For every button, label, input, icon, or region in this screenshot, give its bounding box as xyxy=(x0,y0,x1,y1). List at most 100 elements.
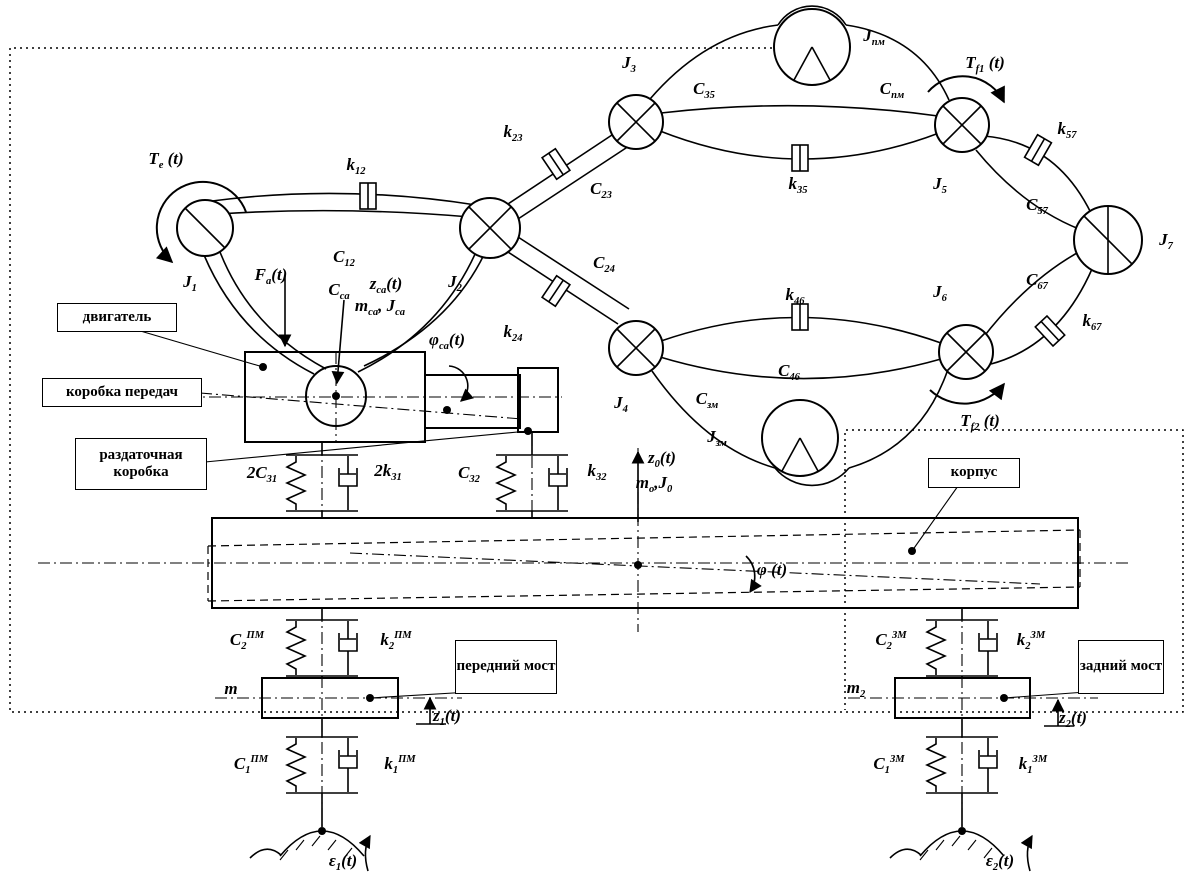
transfer-case-callout-label: раздаточная коробка xyxy=(99,446,183,480)
label-C67: C67 xyxy=(1026,269,1048,293)
label-C2pm: C2ПМ xyxy=(229,629,265,653)
label-Tf1: Tf1 (t) xyxy=(965,52,1005,76)
label-J3: J3 xyxy=(622,52,636,76)
damper-k23 xyxy=(541,147,571,181)
front-axle-rect xyxy=(261,677,399,719)
label-z2: z2(t) xyxy=(1059,707,1087,731)
belt-connections xyxy=(649,5,950,487)
spring-C2pm xyxy=(286,620,306,676)
label-k23: k23 xyxy=(503,121,523,145)
Cca-pointer-arrow xyxy=(331,299,345,385)
torque-arrows xyxy=(155,75,1005,405)
road-surface xyxy=(249,827,1033,872)
damper-2k31 xyxy=(338,455,358,511)
label-zca: zca(t) xyxy=(369,273,403,297)
label-phica: φca(t) xyxy=(429,329,465,353)
torque-Tf2-arrow xyxy=(929,382,1005,405)
label-C2zm: C2ЗМ xyxy=(875,629,907,653)
label-Te: Te (t) xyxy=(148,148,184,172)
label-C46: C46 xyxy=(778,360,800,384)
reference-axes xyxy=(38,352,1128,828)
label-Czm: Cзм xyxy=(695,388,719,412)
gearbox-callout-label: коробка передач xyxy=(65,383,178,400)
label-k32: k32 xyxy=(587,460,607,484)
label-C1zm: C1ЗМ xyxy=(873,753,905,777)
damper-k35 xyxy=(791,144,809,172)
transfer-case-block xyxy=(517,367,559,433)
damper-k1zm xyxy=(978,737,998,793)
label-C12: C12 xyxy=(333,246,355,270)
callout-pointers xyxy=(136,329,1087,702)
label-Fa: Fa(t) xyxy=(254,264,288,288)
spring-C1pm xyxy=(286,737,306,793)
torque-Tf1-arrow xyxy=(927,75,1005,104)
label-C35: C35 xyxy=(693,78,715,102)
body-rect xyxy=(211,517,1079,609)
engine-assembly xyxy=(244,276,559,443)
label-mca: mca, Jca xyxy=(354,295,406,319)
label-Jpm: Jпм xyxy=(863,25,885,49)
label-m2: m2 xyxy=(846,677,866,701)
transfer-case-callout-box: раздаточная коробка xyxy=(75,438,207,490)
suspension-elements xyxy=(286,432,998,827)
label-Jzm: Jзм xyxy=(707,426,727,450)
label-k46: k46 xyxy=(785,284,805,308)
phica-arc-arrow xyxy=(448,365,474,402)
label-Tf2: Tf2 (t) xyxy=(960,410,1000,434)
spring-C1zm xyxy=(926,737,946,793)
damper-k2pm xyxy=(338,620,358,676)
label-z0: z0(t) xyxy=(648,447,676,471)
damper-k32 xyxy=(548,455,568,511)
rear-axle-callout-label: задний мост xyxy=(1079,658,1163,675)
gearbox-callout-box: коробка передач xyxy=(42,378,202,407)
label-k2zm: k2ЗМ xyxy=(1016,629,1046,653)
eps1-arrow xyxy=(358,834,371,872)
label-C23: C23 xyxy=(590,178,612,202)
spring-C2zm xyxy=(926,620,946,676)
label-2C31: 2C31 xyxy=(246,462,278,486)
axles xyxy=(261,677,1074,727)
label-k1pm: k1ПМ xyxy=(384,753,416,777)
label-k67: k67 xyxy=(1082,310,1102,334)
engine-mass-circle xyxy=(305,365,367,427)
label-m: m xyxy=(224,679,238,698)
label-C1pm: C1ПМ xyxy=(233,753,269,777)
damper-k24 xyxy=(541,274,571,308)
body-callout-box: корпус xyxy=(928,458,1020,488)
damper-k2zm xyxy=(978,620,998,676)
inertia-disks xyxy=(176,8,1143,477)
damper-k57 xyxy=(1023,133,1053,167)
eps2-arrow xyxy=(1020,834,1033,872)
damper-k46 xyxy=(791,303,809,331)
body-callout-label: корпус xyxy=(950,464,998,481)
gearbox-block xyxy=(424,374,521,429)
label-J4: J4 xyxy=(614,392,628,416)
label-k35: k35 xyxy=(788,173,808,197)
damper-k1pm xyxy=(338,737,358,793)
front-axle-callout-box: передний мост xyxy=(455,640,557,694)
damper-k12 xyxy=(359,182,377,210)
label-m0: mo,J0 xyxy=(635,472,673,496)
system-boundary xyxy=(9,47,1184,713)
label-eps1: ε1(t) xyxy=(328,850,358,874)
label-Cpm: Cпм xyxy=(879,78,905,102)
label-k24: k24 xyxy=(503,321,523,345)
label-2k31: 2k31 xyxy=(374,460,402,484)
engine-callout-box: двигатель xyxy=(57,303,177,332)
engine-callout-label: двигатель xyxy=(82,308,152,325)
label-z1: z1(t) xyxy=(433,705,461,729)
label-C32: C32 xyxy=(458,462,480,486)
label-J6: J6 xyxy=(933,281,947,305)
label-k1zm: k1ЗМ xyxy=(1018,753,1048,777)
label-J1: J1 xyxy=(183,271,197,295)
label-J2: J2 xyxy=(448,271,462,295)
label-C24: C24 xyxy=(593,252,615,276)
rear-axle-callout-box: задний мост xyxy=(1078,640,1164,694)
label-Cca: Cca xyxy=(328,279,350,303)
torque-Te-arrow xyxy=(155,180,247,264)
label-phi: φ (t) xyxy=(756,560,788,579)
label-J5: J5 xyxy=(933,173,947,197)
front-axle-callout-label: передний мост xyxy=(456,658,556,675)
